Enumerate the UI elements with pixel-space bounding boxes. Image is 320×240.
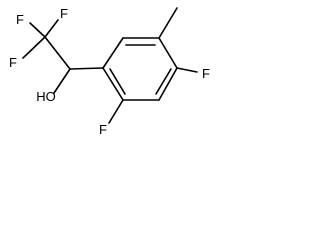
atom-label-f-right: F — [202, 66, 210, 81]
ring-bond-c3-c4 — [158, 37, 178, 69]
bond-cf3-f-top — [44, 19, 59, 38]
atom-label-f-bottom: F — [99, 122, 107, 137]
atom-label-f-left: F — [9, 55, 17, 70]
atom-label-f-top: F — [60, 6, 68, 21]
bond-ring-f-right — [176, 67, 198, 73]
ring-bond-c6-c1 — [102, 67, 124, 101]
bond-carbinol-to-ring — [69, 67, 104, 70]
ring-bond-c1-c2 — [102, 37, 124, 69]
ring-double-bond-left — [109, 68, 126, 95]
chemical-structure: F F F HO F F — [9, 6, 210, 137]
bond-cf3-f-left — [22, 36, 46, 59]
bond-cf3-f-top-left — [29, 22, 46, 38]
ring-bond-c4-c5 — [158, 67, 178, 101]
bond-carbinol-oh — [53, 68, 71, 94]
atom-label-hydroxyl: HO — [36, 89, 56, 104]
bond-ring-f-bottom — [108, 99, 124, 124]
atom-label-f-top-left: F — [16, 12, 24, 27]
bond-methyl — [158, 7, 178, 39]
ring-double-bond-right — [155, 68, 172, 95]
bond-cf3-to-carbinol — [44, 36, 71, 70]
